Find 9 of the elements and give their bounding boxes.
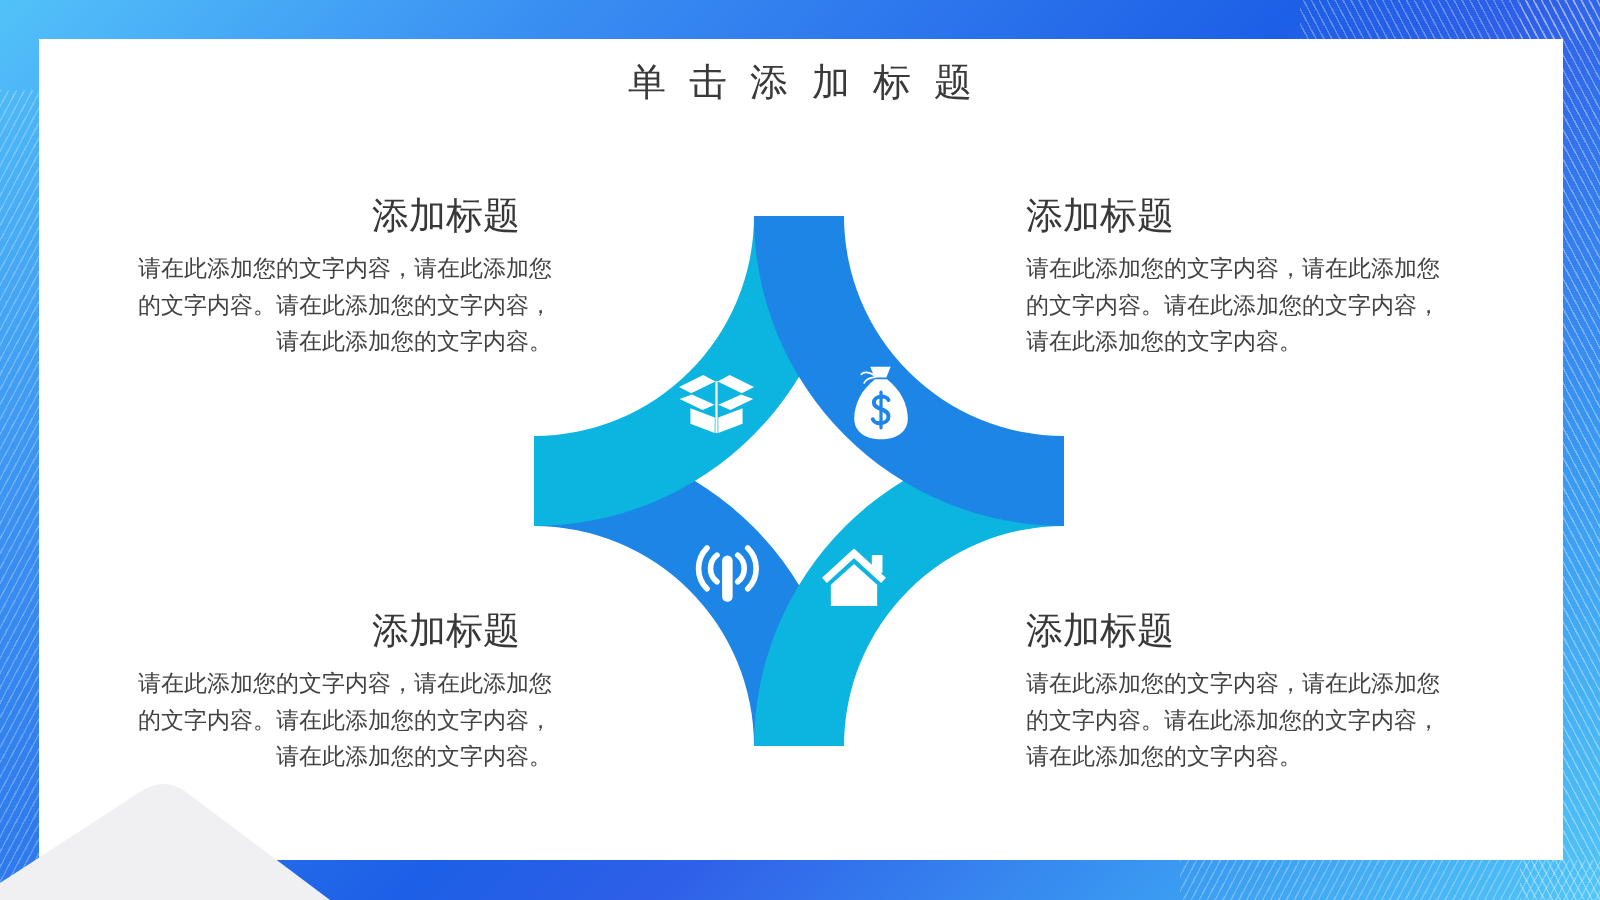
section-heading: 添加标题 xyxy=(1026,608,1174,654)
section-heading: 添加标题 xyxy=(372,608,520,654)
section-description: 请在此添加您的文字内容，请在此添加您的文字内容。请在此添加您的文字内容，请在此添加您的文字内容。 xyxy=(137,253,552,358)
section-heading: 添加标题 xyxy=(1026,193,1174,239)
section-description: 请在此添加您的文字内容，请在此添加您的文字内容。请在此添加您的文字内容，请在此添加您的文字内容。 xyxy=(137,668,552,773)
slide-title: 单 击 添 加 标 题 xyxy=(626,59,978,105)
section-description: 请在此添加您的文字内容，请在此添加您的文字内容。请在此添加您的文字内容，请在此添加您的文字内容。 xyxy=(1026,253,1441,358)
section-heading: 添加标题 xyxy=(372,193,520,239)
section-description: 请在此添加您的文字内容，请在此添加您的文字内容。请在此添加您的文字内容，请在此添加您的文字内容。 xyxy=(1026,668,1441,773)
